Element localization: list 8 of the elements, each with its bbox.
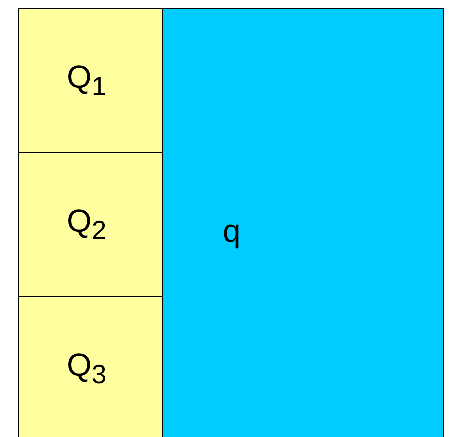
region-label: Q$_{1}$ — [67, 61, 107, 100]
region-box — [18, 296, 163, 437]
region-box — [18, 152, 163, 297]
region-box — [162, 8, 444, 437]
region-label: Q$_{2}$ — [67, 205, 107, 244]
region-box — [18, 8, 163, 153]
region-label: Q$_{3}$ — [67, 349, 107, 388]
region-label: q — [223, 215, 241, 247]
